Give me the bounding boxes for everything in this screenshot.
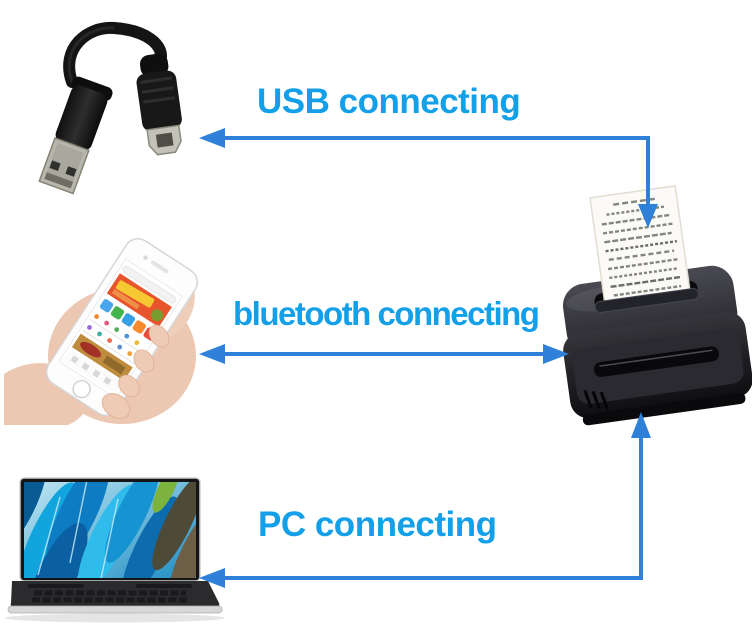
slot-front-lip [594,287,699,313]
keyboard [32,590,188,603]
side-vent [583,389,610,410]
usb-cable-icon [38,21,182,195]
laptop-base [7,581,223,614]
front-camera [143,255,148,261]
laptop-wallpaper [24,482,196,578]
laptop-front-lip [7,605,223,614]
usb-a-connector [38,76,113,195]
speaker-grille [136,584,192,588]
pc-connecting-label: PC connecting [258,505,497,544]
smartphone [45,238,199,417]
bluetooth-connecting-label: bluetooth connecting [233,295,540,332]
earpiece [151,260,169,274]
receipt [589,185,692,306]
hand-holding-phone-icon [4,238,199,425]
fingers [101,324,170,419]
laptop-icon [5,477,225,623]
usb-connecting-label: USB connecting [257,82,521,121]
bluetooth-arrow [199,344,569,364]
pc-arrow [199,412,651,588]
usb-b-connector [136,53,182,156]
home-button [72,379,91,399]
printer-base [582,392,746,426]
thermal-printer-icon [562,185,752,426]
shopping-app-screen [63,265,177,395]
speaker-grille [28,584,84,588]
cable-highlight [67,26,115,83]
